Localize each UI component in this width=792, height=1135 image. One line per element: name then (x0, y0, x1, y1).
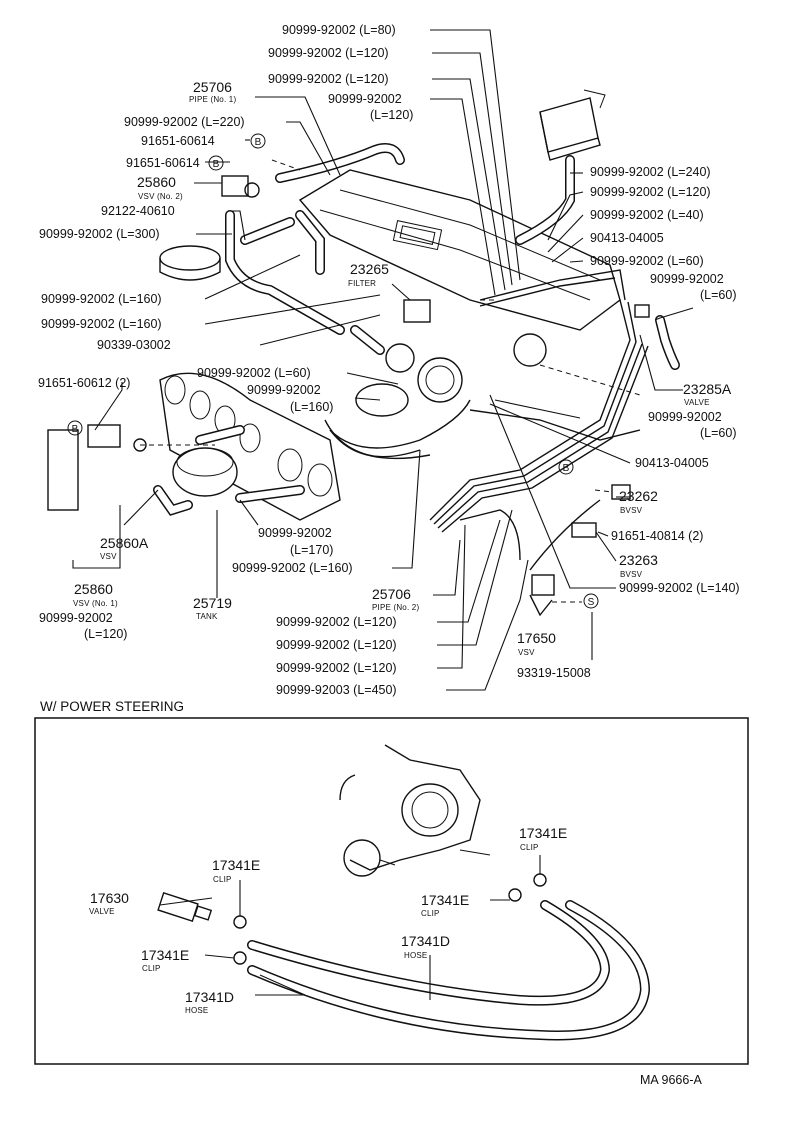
callout-label: (L=160) (290, 400, 333, 414)
callout-label: 90999-92002 (L=140) (619, 581, 740, 595)
callout-label: (L=60) (700, 288, 736, 302)
callout-label: 91651-60614 (141, 134, 215, 148)
callout-label: 25860 (137, 174, 176, 190)
callout-label: (L=60) (700, 426, 736, 440)
callout-label: 90999-92002 (328, 92, 402, 106)
callout-label: 90999-92002 (L=120) (268, 46, 389, 60)
callout-label: 90999-92002 (648, 410, 722, 424)
part-sub: CLIP (520, 843, 539, 852)
callout-label: 91651-40814 (2) (611, 529, 703, 543)
section-title: W/ POWER STEERING (40, 699, 184, 714)
svg-text:B: B (255, 137, 262, 148)
callout-label: (L=120) (84, 627, 127, 641)
part-label: 17341E (421, 892, 469, 908)
callout-label: 90999-92002 (258, 526, 332, 540)
callout-label: 25719 (193, 595, 232, 611)
callout-label: 23285A (683, 381, 732, 397)
callout-sub: VSV (100, 552, 117, 561)
callout-label: 90999-92002 (L=160) (232, 561, 353, 575)
part-sub: HOSE (404, 951, 427, 960)
part-sub: CLIP (421, 909, 440, 918)
vacuum-hoses (153, 143, 680, 516)
callout-label: 91651-60612 (2) (38, 376, 130, 390)
part-sub: HOSE (185, 1006, 208, 1015)
circled-markers: B B B B S (67, 133, 599, 609)
part-label: 17341E (212, 857, 260, 873)
callout-label: 90999-92002 (247, 383, 321, 397)
part-sub: CLIP (213, 875, 232, 884)
b-marker: B (250, 133, 266, 149)
callout-label: 93319-15008 (517, 666, 591, 680)
callout-label: 90999-92002 (L=160) (41, 317, 162, 331)
callout-label: 90999-92003 (L=450) (276, 683, 397, 697)
callout-sub: VALVE (684, 398, 710, 407)
pipe-bundles (324, 269, 649, 571)
s-marker: S (583, 593, 599, 609)
b-marker: B (67, 420, 83, 436)
callout-label: 90999-92002 (L=120) (268, 72, 389, 86)
engine-illustration (47, 89, 650, 617)
svg-text:B: B (72, 424, 79, 435)
svg-text:B: B (213, 159, 220, 170)
callout-label: (L=120) (370, 108, 413, 122)
callout-sub: FILTER (348, 279, 376, 288)
callout-label: 91651-60614 (126, 156, 200, 170)
callout-label: 90999-92002 (L=160) (41, 292, 162, 306)
part-sub: VALVE (89, 907, 115, 916)
callout-label: 90999-92002 (650, 272, 724, 286)
callout-sub: PIPE (No. 1) (189, 95, 236, 104)
callout-label: 23263 (619, 552, 658, 568)
callout-label: 25860 (74, 581, 113, 597)
callout-label: 90999-92002 (L=60) (197, 366, 311, 380)
callout-label: 90999-92002 (L=120) (590, 185, 711, 199)
callout-label: 90999-92002 (L=300) (39, 227, 160, 241)
section-labels: 17341E CLIP 17341E CLIP 17630 VALVE 1734… (89, 825, 567, 1015)
part-label: 17341E (519, 825, 567, 841)
diagram-code: MA 9666-A (640, 1073, 703, 1087)
callout-label: 25706 (193, 79, 232, 95)
part-label: 17341E (141, 947, 189, 963)
callout-sub: VSV (No. 2) (138, 192, 183, 201)
callout-label: 90999-92002 (L=80) (282, 23, 396, 37)
callout-label: 90999-92002 (L=40) (590, 208, 704, 222)
callout-sub: VSV (No. 1) (73, 599, 118, 608)
callout-label: 90999-92002 (L=240) (590, 165, 711, 179)
callout-sub: PIPE (No. 2) (372, 603, 419, 612)
callout-label: 92122-40610 (101, 204, 175, 218)
callout-label: 90999-92002 (L=60) (590, 254, 704, 268)
callout-label: 90999-92002 (L=220) (124, 115, 245, 129)
callout-label: 90999-92002 (L=120) (276, 661, 397, 675)
callout-label: 90999-92002 (L=120) (276, 638, 397, 652)
callout-sub: BVSV (620, 570, 643, 579)
callout-label: 25706 (372, 586, 411, 602)
part-label: 17341D (401, 933, 450, 949)
callout-label: 23265 (350, 261, 389, 277)
svg-text:B: B (563, 463, 570, 474)
leader-lines (72, 29, 694, 1000)
callout-sub: VSV (518, 648, 535, 657)
section-frame (34, 717, 749, 1065)
b-marker: B (558, 459, 574, 475)
callout-label: 90339-03002 (97, 338, 171, 352)
callout-label: 17650 (517, 630, 556, 646)
dashed-connections (140, 159, 641, 603)
callout-sub: TANK (196, 612, 218, 621)
callout-label: 25860A (100, 535, 149, 551)
callout-sub: BVSV (620, 506, 643, 515)
callout-label: 90413-04005 (590, 231, 664, 245)
svg-text:S: S (588, 597, 595, 608)
part-label: 17341D (185, 989, 234, 1005)
callout-label: 90413-04005 (635, 456, 709, 470)
b-marker: B (208, 155, 224, 171)
part-sub: CLIP (142, 964, 161, 973)
part-label: 17630 (90, 890, 129, 906)
callout-label: 90999-92002 (39, 611, 113, 625)
callout-label: 90999-92002 (L=120) (276, 615, 397, 629)
callout-label: 23262 (619, 488, 658, 504)
part-callouts: 90999-92002 (L=80) 90999-92002 (L=120) 9… (38, 23, 740, 697)
callout-label: (L=170) (290, 543, 333, 557)
power-steering-section (34, 717, 749, 1065)
